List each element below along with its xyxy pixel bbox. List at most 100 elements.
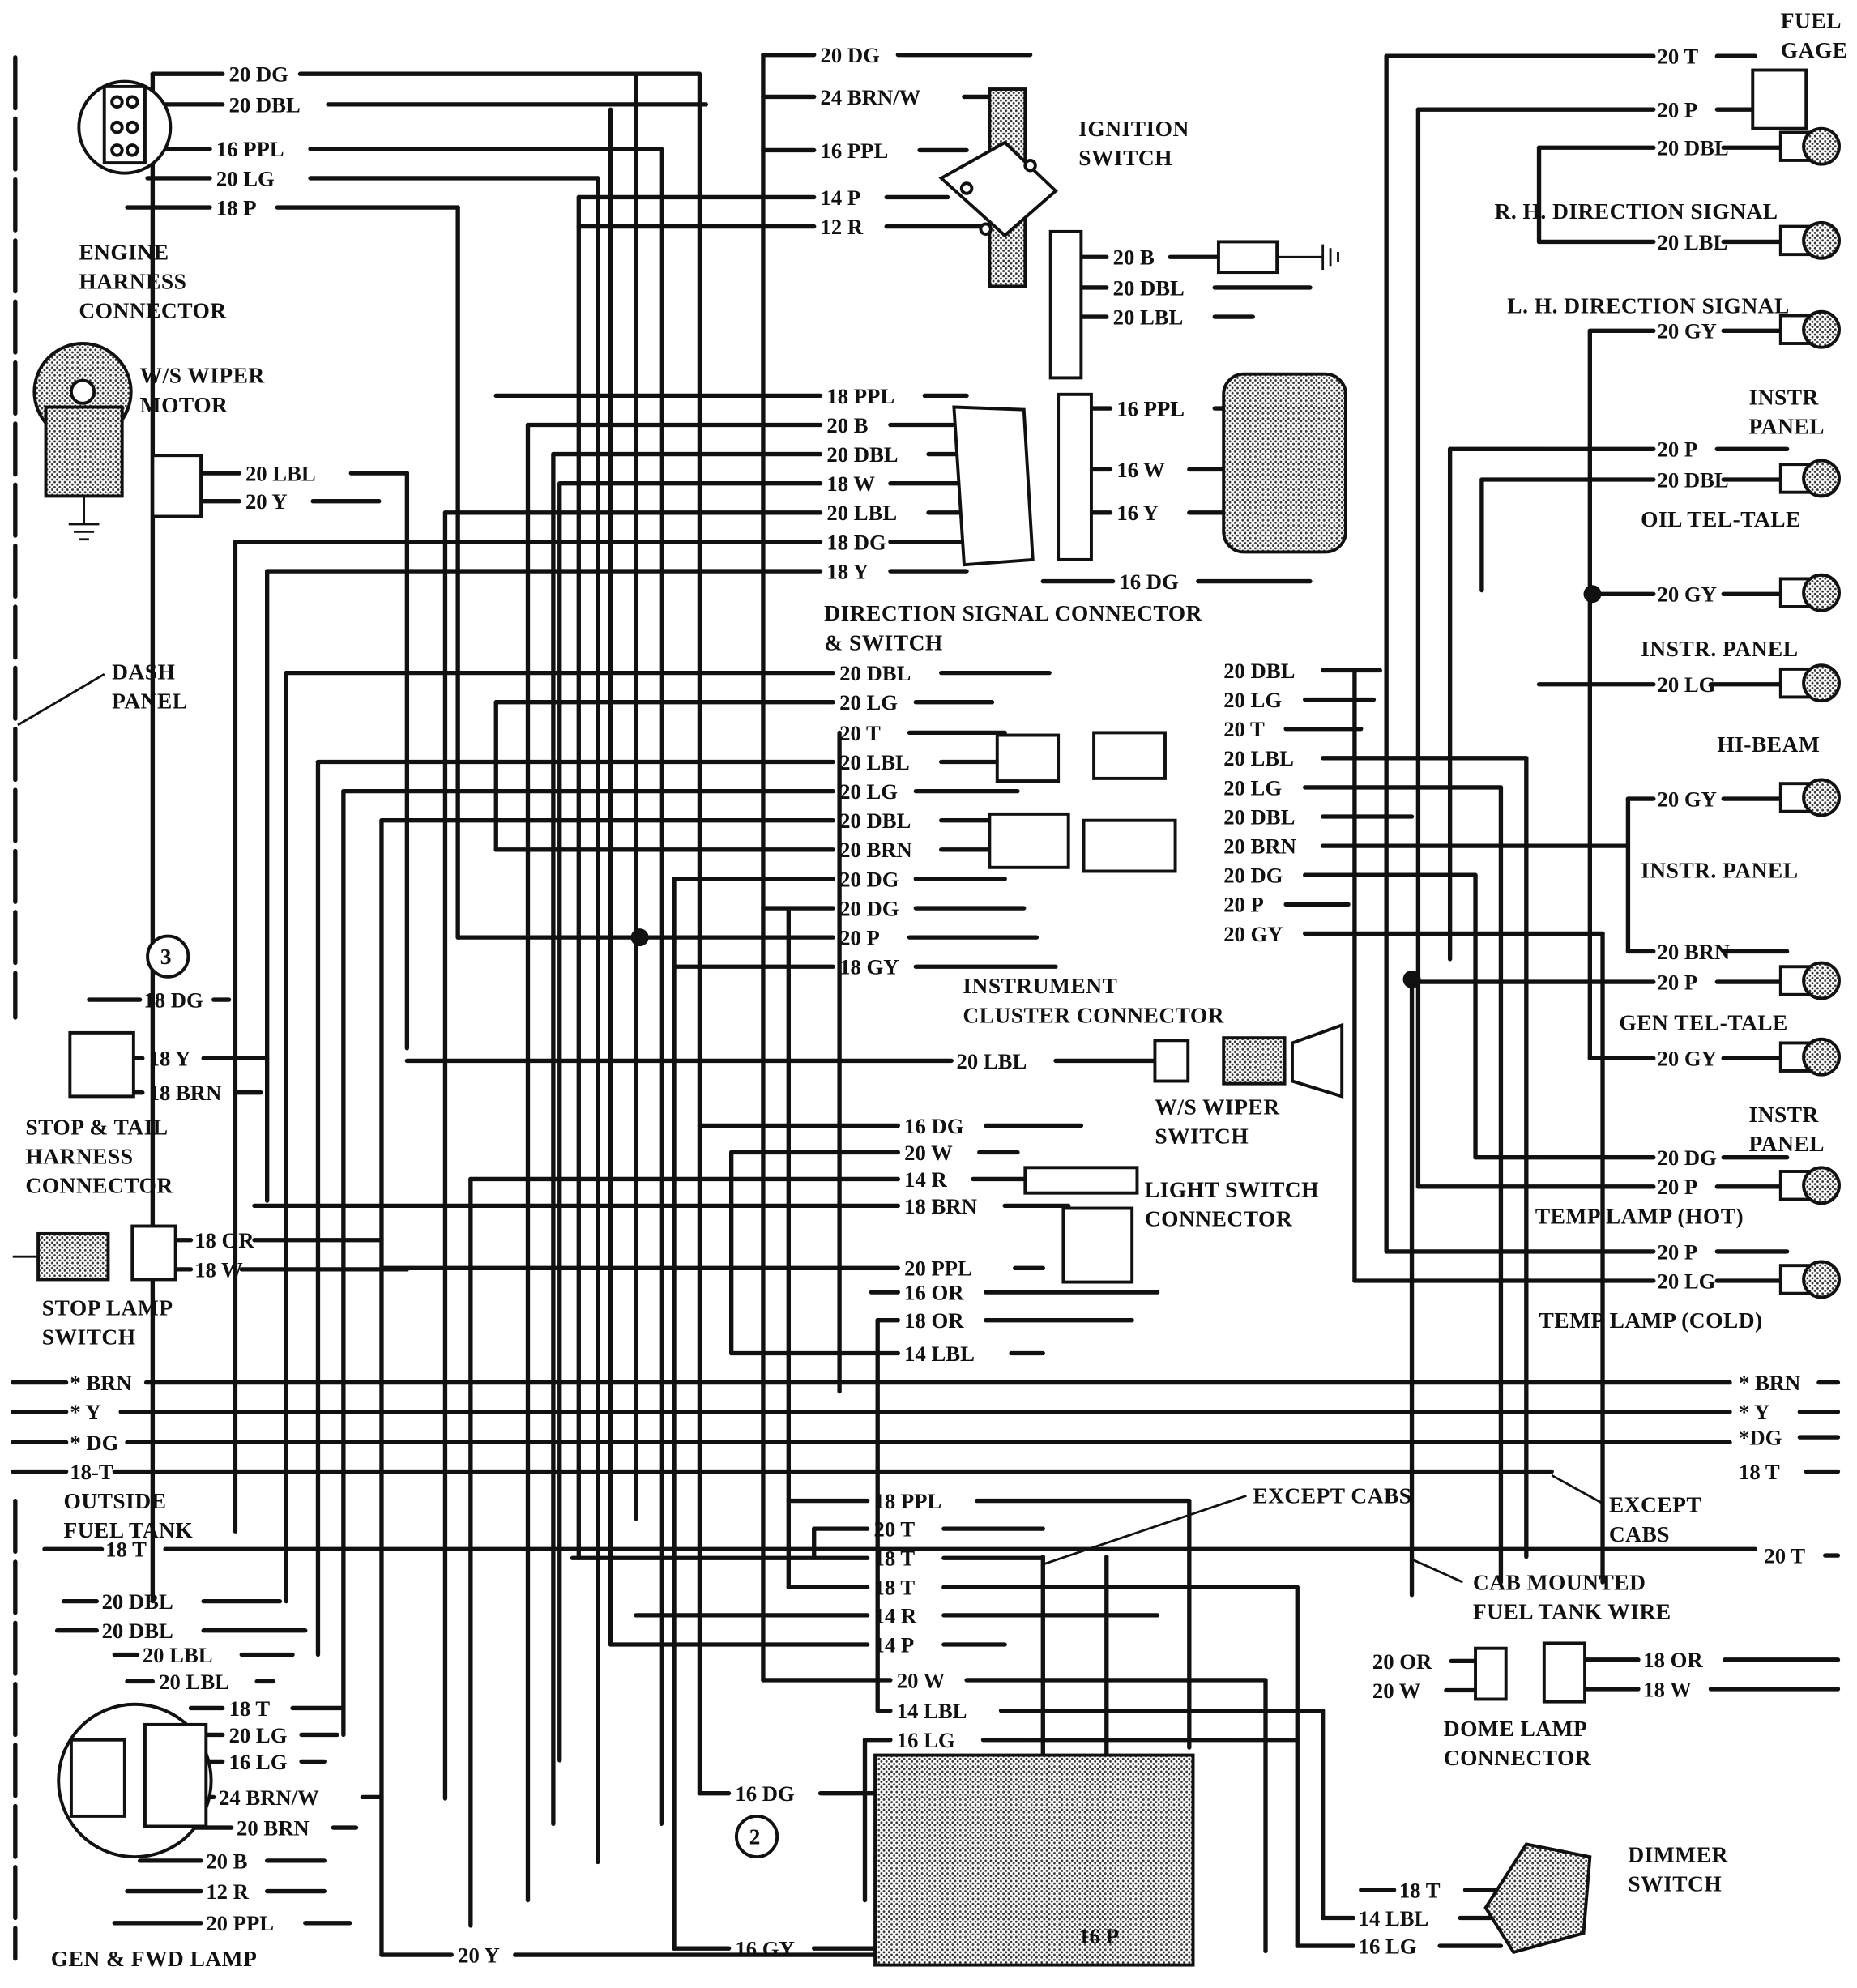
- wire-label-wiper-switch: 20 LBL: [957, 1049, 1027, 1073]
- wire-label-bottom-middle: 16 LG: [897, 1728, 955, 1752]
- component-label-temp-hot: TEMP LAMP (HOT): [1535, 1204, 1744, 1228]
- wire-label-ignition-switch: 12 R: [821, 215, 864, 239]
- component-label-stop-lamp-switch: STOP LAMP: [42, 1295, 173, 1320]
- wire-label-bottom-middle: 16 DG: [735, 1781, 795, 1806]
- wire-label-right-column: 20 BRN: [1658, 940, 1731, 964]
- component-label-light-switch: LIGHT SWITCH: [1145, 1177, 1319, 1201]
- dash-panel-leader: [17, 672, 105, 727]
- component-label-ignition-switch: IGNITION: [1078, 117, 1189, 141]
- wire-label-ignition-right: 16 PPL: [1116, 396, 1185, 420]
- lamp-bulb-icon: [1802, 459, 1841, 498]
- component-label-gen-tel-tale: GEN TEL-TALE: [1619, 1011, 1787, 1035]
- wire-label-engine-connector: 20 DBL: [229, 92, 301, 117]
- wire-label-ignition-right: 16 Y: [1116, 501, 1159, 525]
- wire-label-light-switch: 18 OR: [904, 1308, 964, 1333]
- gen-fwd-lamp-icon: [57, 1702, 213, 1859]
- component-label-fuel-gage: GAGE: [1781, 38, 1848, 62]
- wire-label-light-switch: 16 DG: [904, 1114, 964, 1138]
- wire-label-bottom-middle: 14 R: [873, 1603, 916, 1628]
- component-label-gen-fwd-lamp: GEN & FWD LAMP: [51, 1947, 258, 1971]
- wire-label-ignition-right: 16 DG: [1119, 570, 1179, 594]
- component-label-dimmer-switch: DIMMER: [1628, 1842, 1728, 1866]
- wire-label-cluster-left: 20 LBL: [839, 750, 910, 774]
- wire-label-cluster-left: 20 DBL: [839, 808, 911, 833]
- direction-terminal-strip-2: [1057, 392, 1093, 561]
- wire-label-cluster-right: 20 LBL: [1223, 746, 1294, 770]
- dimmer-switch-icon: [1483, 1842, 1592, 1955]
- wire-label-cluster-left: 20 T: [839, 721, 881, 745]
- component-label-direction-switch: DIRECTION SIGNAL CONNECTOR: [824, 601, 1202, 625]
- lamp-bulb-icon: [1802, 1037, 1841, 1077]
- wire-label-right-column: 20 P: [1658, 1175, 1698, 1199]
- light-switch-body: [1061, 1206, 1134, 1284]
- wire-label-cluster-right: 20 DBL: [1223, 659, 1295, 683]
- wire-label-gen-fwd-lamp: 20 LG: [229, 1723, 288, 1747]
- wiper-motor-icon: [32, 342, 133, 541]
- fuel-gage-icon: [1751, 68, 1808, 130]
- wire-label-direction-signal: 18 Y: [826, 559, 869, 583]
- component-label-engine-harness: HARNESS: [79, 270, 186, 294]
- wire-label-bottom-middle: 16 GY: [735, 1937, 794, 1961]
- component-label-cab-fuel-tank: CAB MOUNTED: [1473, 1570, 1646, 1594]
- wire-label-bus-left: 18 T: [105, 1538, 147, 1562]
- direction-terminal-strip: [1048, 229, 1083, 380]
- component-label-engine-harness: ENGINE: [79, 240, 169, 264]
- engine-harness-connector-icon: [77, 79, 173, 175]
- component-label-dome-lamp: CONNECTOR: [1444, 1746, 1592, 1770]
- wire-label-cluster-left: 18 GY: [839, 955, 899, 979]
- component-label-wiper-motor: MOTOR: [140, 393, 228, 417]
- wire-label-right-column: 20 P: [1658, 971, 1698, 995]
- components: [12, 55, 1808, 1967]
- wire-label-gen-fwd-lamp: 20 B: [206, 1849, 247, 1873]
- wire-label-wiper-motor: 20 Y: [245, 489, 288, 514]
- stop-lamp-switch-icon: [12, 1224, 177, 1282]
- wire-label-gen-fwd-lamp: 20 LBL: [143, 1643, 213, 1667]
- wire-label-ignition-switch: 16 PPL: [821, 139, 889, 163]
- flasher-icon: [1222, 372, 1347, 554]
- component-label-except-cabs-1: EXCEPT CABS: [1253, 1484, 1411, 1508]
- wire-label-gen-fwd-lamp: 20 BRN: [237, 1815, 310, 1840]
- wire-label-right-column: 20 P: [1658, 1239, 1698, 1264]
- component-label-ignition-switch: SWITCH: [1078, 146, 1172, 170]
- wire-label-gen-fwd-lamp: 20 LBL: [159, 1670, 229, 1694]
- wire-label-engine-connector: 16 PPL: [216, 137, 284, 161]
- wire-label-right-column: 20 LG: [1658, 1269, 1716, 1293]
- ignition-switch-icon: [938, 87, 1058, 288]
- wire-label-bus-left: 18-T: [70, 1460, 113, 1484]
- wire-label-stop-tail: 18 DG: [143, 988, 203, 1012]
- dome-lamp-connector-left: [1474, 1646, 1508, 1701]
- wire-label-right-column: 20 DBL: [1658, 136, 1729, 160]
- wire-label-ignition-switch: 14 P: [821, 186, 861, 210]
- wire-label-right-column: 20 GY: [1658, 582, 1717, 607]
- lamp-bulb-icon: [1802, 1260, 1841, 1299]
- wire-label-dome-lamp: 20 OR: [1372, 1649, 1432, 1674]
- wire-label-gen-fwd-lamp: 20 DBL: [102, 1589, 173, 1614]
- lamp-bulb-icon: [1802, 126, 1841, 166]
- wire-label-bottom-middle: 18 PPL: [873, 1489, 941, 1513]
- wire-label-cluster-right: 20 DBL: [1223, 804, 1295, 829]
- component-label-stop-tail: HARNESS: [25, 1145, 133, 1169]
- wires: [11, 52, 1841, 1957]
- wire-label-bus-right: 20 T: [1764, 1544, 1805, 1568]
- component-label-except-cabs-2: CABS: [1609, 1522, 1670, 1546]
- except-cabs-leader: [1042, 1494, 1247, 1566]
- component-label-dash-panel: DASH: [112, 659, 175, 684]
- wire-label-cluster-right: 20 LG: [1223, 688, 1282, 712]
- component-label-instr-panel-4: INSTR: [1749, 1103, 1820, 1127]
- wire-label-ignition-right: 20 B: [1113, 245, 1155, 270]
- component-label-oil-tel-tale: OIL TEL-TALE: [1641, 507, 1801, 531]
- wire-label-cluster-left: 20 DBL: [839, 661, 911, 685]
- component-label-lh-direction: L. H. DIRECTION SIGNAL: [1507, 293, 1789, 318]
- wire-label-bottom-middle: 14 LBL: [897, 1699, 967, 1723]
- wire-label-light-switch: 14 LBL: [904, 1342, 975, 1366]
- wire-label-dimmer: 14 LBL: [1359, 1906, 1429, 1930]
- wire-label-stop-tail: 18 BRN: [149, 1081, 222, 1105]
- wire-label-cluster-left: 20 P: [839, 926, 880, 950]
- wire-label-cluster-left: 20 DG: [839, 867, 899, 891]
- wire-label-dome-lamp: 20 W: [1372, 1679, 1421, 1703]
- wire-label-direction-signal: 18 DG: [826, 530, 886, 554]
- wire-label-ignition-switch: 20 DG: [821, 43, 881, 67]
- component-label-dash-panel: PANEL: [112, 689, 187, 714]
- wire-label-right-column: 20 P: [1658, 437, 1698, 462]
